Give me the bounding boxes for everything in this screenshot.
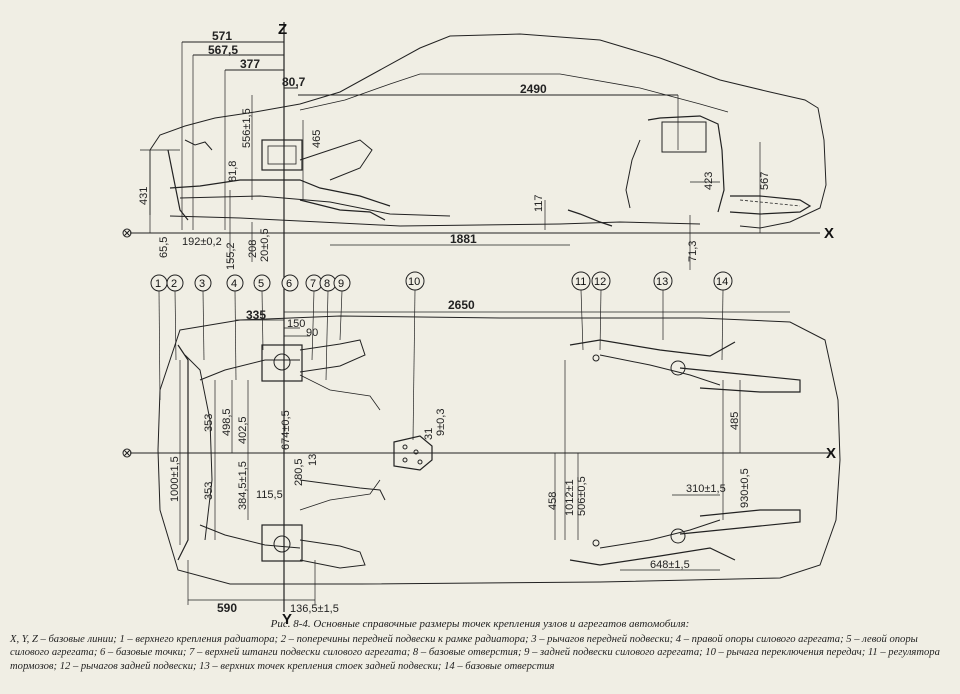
dim-1000: 1000±1,5 — [169, 456, 181, 502]
dim-81-8: 81,8 — [227, 161, 239, 182]
dim-590: 590 — [217, 601, 237, 615]
dim-402-5: 402,5 — [237, 416, 249, 444]
dim-150: 150 — [287, 318, 305, 330]
side-body-outline — [149, 33, 827, 229]
figure-caption: Рис. 8-4. Основные справочные размеры то… — [10, 618, 950, 673]
dim-155-2: 155,2 — [225, 242, 237, 270]
dim-498-5: 498,5 — [221, 408, 233, 436]
dim-465: 465 — [311, 130, 323, 148]
marker-7: 7 — [310, 278, 316, 290]
dim-335: 335 — [246, 308, 266, 322]
marker-11: 11 — [575, 276, 586, 288]
marker-5: 5 — [258, 278, 264, 290]
marker-12: 12 — [594, 276, 606, 288]
dim-117: 117 — [533, 194, 545, 212]
marker-9: 9 — [338, 278, 344, 290]
point-marker-labels: 1 2 3 4 5 6 7 8 9 10 11 12 13 14 — [155, 276, 728, 290]
side-view-dimensions: 571 567,5 377 80,7 2490 556±1,5 465 81,8… — [138, 21, 836, 628]
plan-view — [130, 311, 841, 605]
dim-90: 90 — [306, 327, 318, 339]
dim-20: 20±0,5 — [259, 228, 271, 262]
axis-x-label-side: X — [824, 225, 834, 242]
plan-view-dimensions: 2650 335 150 90 353 498,5 402,5 353 384,… — [169, 298, 751, 615]
marker-3: 3 — [199, 278, 205, 290]
dim-80-7: 80,7 — [282, 75, 306, 89]
caption-legend: X, Y, Z – базовые линии; 1 – верхнего кр… — [10, 633, 940, 672]
dim-556: 556±1,5 — [241, 108, 253, 148]
dim-377: 377 — [240, 57, 260, 71]
dim-31: 31 — [423, 428, 435, 440]
dim-1012: 1012±1 — [564, 479, 576, 516]
marker-8: 8 — [324, 278, 330, 290]
dim-567-5: 567,5 — [208, 43, 238, 57]
dim-384-5: 384,5±1,5 — [237, 461, 249, 510]
dim-136-5: 136,5±1,5 — [290, 603, 339, 615]
axis-x-label-plan: X — [826, 445, 836, 462]
marker-6: 6 — [286, 278, 292, 290]
marker-1: 1 — [155, 278, 161, 290]
side-view — [130, 22, 827, 612]
dim-431: 431 — [138, 187, 150, 205]
dim-115-5: 115,5 — [256, 489, 283, 501]
axis-y-label: Y — [282, 611, 292, 628]
marker-14: 14 — [716, 276, 728, 288]
dim-353-lower: 353 — [203, 482, 215, 500]
dim-2490: 2490 — [520, 82, 547, 96]
dim-353-upper: 353 — [203, 414, 215, 432]
marker-4: 4 — [231, 278, 237, 290]
dim-458: 458 — [547, 492, 559, 510]
dim-208: 208 — [247, 240, 259, 258]
caption-title: Рис. 8-4. Основные справочные размеры то… — [270, 618, 690, 630]
dim-65-5: 65,5 — [158, 237, 170, 258]
axis-z-label: Z — [278, 21, 287, 38]
marker-13: 13 — [656, 276, 668, 288]
dim-423: 423 — [703, 172, 715, 190]
dim-310: 310±1,5 — [686, 483, 726, 495]
dim-567: 567 — [759, 172, 771, 190]
dim-71-3: 71,3 — [687, 241, 699, 262]
dim-9: 9±0,3 — [435, 409, 447, 436]
marker-2: 2 — [171, 278, 177, 290]
plan-body-outline — [157, 315, 841, 585]
dim-13: 13 — [307, 454, 319, 466]
dim-930: 930±0,5 — [739, 468, 751, 508]
dim-2650: 2650 — [448, 298, 475, 312]
dim-571: 571 — [212, 29, 232, 43]
dim-280-5: 280,5 — [293, 458, 305, 486]
dim-485: 485 — [729, 412, 741, 430]
marker-10: 10 — [408, 276, 420, 288]
dim-648: 648±1,5 — [650, 559, 690, 571]
dim-192: 192±0,2 — [182, 236, 222, 248]
dim-506: 506±0,5 — [576, 476, 588, 516]
dim-1881: 1881 — [450, 232, 477, 246]
dim-674: 674±0,5 — [280, 410, 292, 450]
